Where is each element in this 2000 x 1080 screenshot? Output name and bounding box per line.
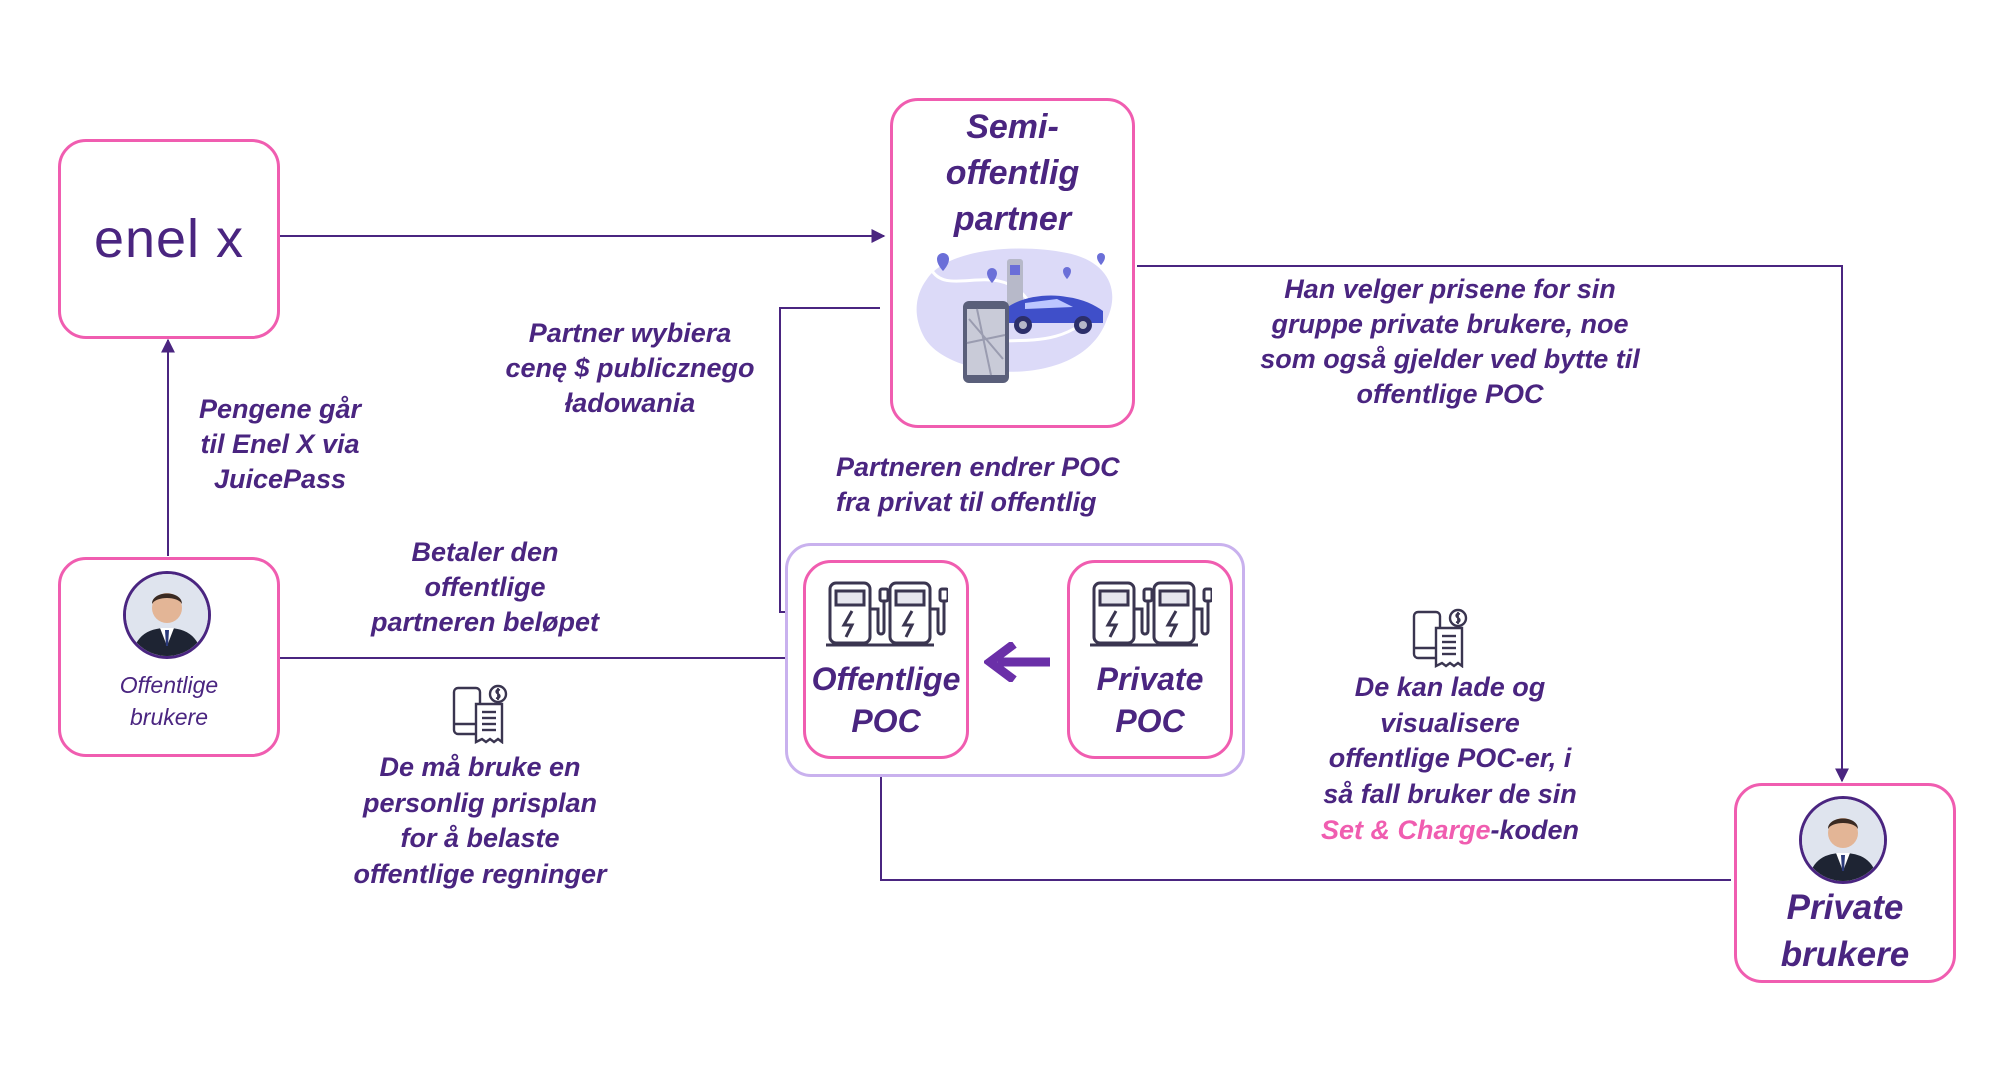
arrow-partner-to-private-users <box>1137 265 1849 783</box>
person-avatar <box>126 574 208 656</box>
phone-receipt-icon <box>452 684 508 744</box>
set-charge-suffix: -koden <box>1490 814 1580 845</box>
private-poc-label: Private POC <box>1096 661 1204 739</box>
person-avatar <box>1802 799 1884 881</box>
public-poc-label: Offentlige POC <box>811 661 961 739</box>
enel-x-box: enel x <box>58 139 280 339</box>
set-charge-highlight: Set & Charge <box>1320 814 1491 845</box>
arrow-private-users-to-public-poc <box>874 755 1731 881</box>
ev-charger-icon <box>1090 581 1212 647</box>
pays-partner-note: Betaler den offentlige partneren beløpet <box>370 537 600 638</box>
phone-receipt-icon <box>1412 608 1468 668</box>
can-charge-note: De kan lade og visualisere offentlige PO… <box>1280 670 1620 848</box>
partner-price-note: Partner wybiera cenę $ publicznego ładow… <box>505 318 755 419</box>
private-user-avatar <box>1799 796 1887 884</box>
semi-partner-title: Semi- offentlig partner <box>945 108 1080 238</box>
private-users-label: Private brukere <box>1780 888 1910 975</box>
left-arrow-icon <box>984 642 1050 682</box>
chooses-prices-note: Han velger prisene for sin gruppe privat… <box>1260 274 1640 410</box>
partner-changes-note: Partneren endrer POC fra privat til offe… <box>836 452 1120 518</box>
personal-plan-note: De må bruke en personlig prisplan for å … <box>353 752 607 889</box>
set-charge-line: Set & Charge-koden <box>1280 813 1620 849</box>
private-poc-box: Private POC <box>1067 560 1233 759</box>
private-users-box: Private brukere <box>1734 783 1956 983</box>
public-users-label: Offentlige brukere <box>119 672 219 730</box>
poc-group: Offentlige POC <box>785 543 1245 777</box>
public-users-box: Offentlige brukere <box>58 557 280 757</box>
public-poc-box: Offentlige POC <box>803 560 969 759</box>
ev-map-illustration <box>916 248 1113 383</box>
semi-partner-box: Semi- offentlig partner <box>890 98 1135 428</box>
enel-x-logo: enel x <box>61 208 277 270</box>
money-flow-note: Pengene går til Enel X via JuicePass <box>198 394 362 495</box>
enel-x-logo-text: enel x <box>93 209 245 269</box>
public-user-avatar <box>123 571 211 659</box>
ev-charger-icon <box>826 581 948 647</box>
